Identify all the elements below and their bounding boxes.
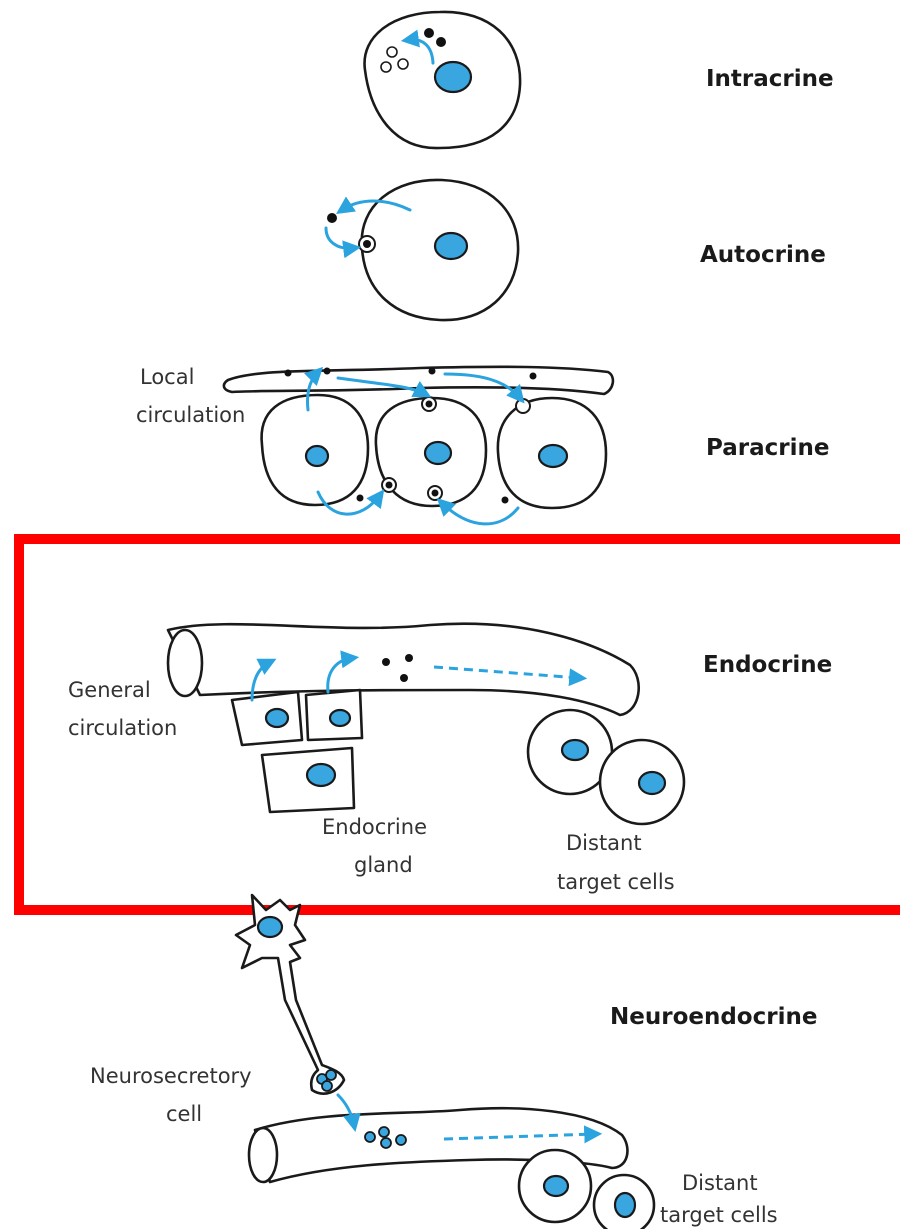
neuroendocrine-title: Neuroendocrine xyxy=(610,1004,817,1030)
hormone-molecule xyxy=(379,1127,389,1137)
nucleus xyxy=(539,445,567,467)
general-circulation-label-line2: circulation xyxy=(68,716,177,740)
hormone-precursor xyxy=(398,59,408,69)
nucleus xyxy=(266,709,288,727)
endocrine-title: Endocrine xyxy=(703,652,832,678)
endocrine-panel: General circulation Endocrine gland Dist… xyxy=(19,539,900,910)
neurosecretory-label-line1: Neurosecretory xyxy=(90,1064,252,1088)
vessel-opening xyxy=(168,630,202,696)
intracrine-panel: Intracrine xyxy=(365,12,834,148)
nucleus xyxy=(562,740,588,760)
hormone-molecule xyxy=(363,240,371,248)
paracrine-title: Paracrine xyxy=(706,435,829,461)
intracrine-nucleus xyxy=(435,62,471,92)
hormone-molecule xyxy=(426,401,433,408)
endocrine-gland-label-line2: gland xyxy=(354,853,413,877)
neuro-target-label-line2: target cells xyxy=(660,1203,778,1227)
autocrine-title: Autocrine xyxy=(700,242,826,268)
secretory-vesicle xyxy=(326,1070,336,1080)
hormone-molecule xyxy=(396,1135,406,1145)
secretory-vesicle xyxy=(322,1081,332,1091)
hormone-molecule xyxy=(381,1138,391,1148)
nucleus xyxy=(307,764,335,786)
hormone-precursor xyxy=(387,47,397,57)
nucleus xyxy=(306,446,328,466)
local-circulation-label-line2: circulation xyxy=(136,403,245,427)
hormone-molecule xyxy=(530,373,537,380)
receptor xyxy=(516,399,530,413)
distant-target-label-line1: Distant xyxy=(566,831,642,855)
nucleus xyxy=(544,1176,568,1196)
intracrine-title: Intracrine xyxy=(706,66,834,92)
hormone-molecule xyxy=(405,654,413,662)
hormone-molecule xyxy=(357,495,364,502)
autocrine-panel: Autocrine xyxy=(326,180,826,320)
local-circulation-label-line1: Local xyxy=(140,365,194,389)
hormone-molecule xyxy=(424,28,434,38)
autocrine-binding-arrow xyxy=(326,228,354,248)
neuro-target-label-line1: Distant xyxy=(682,1171,758,1195)
neurosecretory-label-line2: cell xyxy=(166,1102,202,1126)
hormone-molecule xyxy=(285,370,292,377)
distant-target-label-line2: target cells xyxy=(557,870,675,894)
nucleus xyxy=(639,772,665,794)
paracrine-panel: Local circulation Paracrine xyxy=(136,365,829,524)
hormone-precursor xyxy=(381,62,391,72)
endocrine-gland-label-line1: Endocrine xyxy=(322,815,427,839)
neurosecretory-cell xyxy=(236,895,344,1094)
nucleus xyxy=(615,1193,635,1217)
nucleus xyxy=(425,442,451,464)
hormone-molecule xyxy=(386,482,393,489)
hormone-molecule xyxy=(365,1132,375,1142)
hormone-molecule xyxy=(432,490,439,497)
paracrine-arrow xyxy=(442,503,518,524)
autocrine-nucleus xyxy=(435,233,467,259)
nucleus xyxy=(330,710,350,726)
hormone-molecule xyxy=(502,497,509,504)
vessel-opening xyxy=(249,1128,277,1182)
hormone-molecule xyxy=(436,37,446,47)
nucleus xyxy=(258,917,282,937)
hormone-molecule xyxy=(400,674,408,682)
hormone-molecule xyxy=(324,368,331,375)
hormone-molecule xyxy=(327,213,337,223)
neuroendocrine-panel: Neurosecretory cell Distant target cells… xyxy=(90,895,817,1229)
general-circulation-label-line1: General xyxy=(68,678,151,702)
hormone-molecule xyxy=(429,368,436,375)
hormone-molecule xyxy=(382,658,390,666)
